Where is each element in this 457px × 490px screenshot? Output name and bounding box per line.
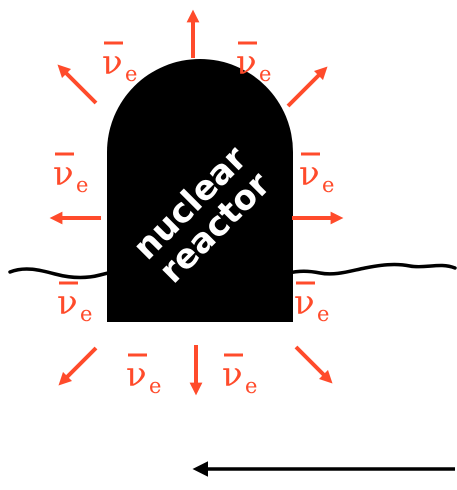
neutrino-symbol: ν <box>236 43 257 83</box>
neutrino-symbol: ν <box>57 283 78 323</box>
neutrino-subscript: e <box>76 173 88 197</box>
neutrino-symbol: ν <box>53 154 74 194</box>
neutrino-label-lower-left: ν e <box>57 281 92 326</box>
neutrino-label-top-right: ν e <box>236 41 271 86</box>
neutrino-symbol: ν <box>126 355 147 395</box>
arrow-icon-up-right <box>286 66 328 108</box>
arrow-icon-up-left <box>57 64 98 105</box>
neutrino-label-top-left: ν e <box>102 41 137 86</box>
neutrino-symbol: ν <box>294 283 315 323</box>
neutrino-symbol: ν <box>222 355 243 395</box>
reactor-body <box>107 59 293 322</box>
neutrino-label-middle-left: ν e <box>53 152 88 197</box>
neutrino-subscript: e <box>80 302 92 326</box>
neutrino-subscript: e <box>149 374 161 398</box>
neutrino-symbol: ν <box>102 43 123 83</box>
neutrino-subscript: e <box>322 173 334 197</box>
neutrino-subscript: e <box>259 62 271 86</box>
arrow-icon-down-right <box>294 345 333 384</box>
neutrino-label-bottom-right: ν e <box>222 353 257 398</box>
neutrino-subscript: e <box>245 374 257 398</box>
neutrino-label-bottom-left: ν e <box>126 353 161 398</box>
neutrino-symbol: ν <box>299 154 320 194</box>
neutrino-label-lower-right: ν e <box>294 281 329 326</box>
neutrino-label-middle-right: ν e <box>299 152 334 197</box>
arrow-icon-down-left <box>58 346 98 386</box>
neutrino-subscript: e <box>317 302 329 326</box>
neutrino-subscript: e <box>125 62 137 86</box>
